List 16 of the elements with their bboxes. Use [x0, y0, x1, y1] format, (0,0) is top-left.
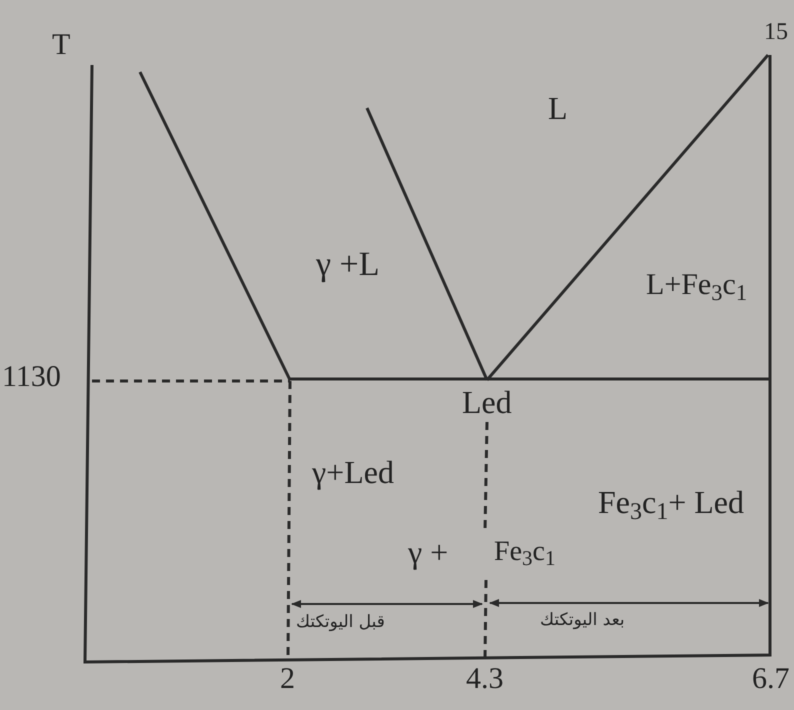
phase-label: γ +L: [316, 248, 380, 282]
axis-label: 4.3: [466, 664, 504, 694]
axis-label: T: [52, 30, 70, 60]
phase-label: Fe$_{3}$c$_{1}$+ Led: [598, 486, 744, 518]
phase-label: 15: [764, 20, 788, 44]
range-label: بعد اليوتكتك: [540, 612, 625, 629]
phase-label: Fe$_{3}$c$_{1}$: [494, 538, 556, 566]
axis-label: 2: [280, 664, 295, 694]
axis-label: 1130: [2, 362, 61, 392]
phase-label: L+Fe$_{3}$c$_{1}$: [646, 270, 748, 300]
phase-label: Led: [462, 386, 512, 418]
phase-label: γ +: [408, 536, 448, 568]
axis-label: 6.7: [752, 664, 790, 694]
phase-label: γ+Led: [312, 456, 394, 488]
range-label: قبل اليوتكتك: [296, 614, 385, 631]
phase-label: L: [548, 92, 568, 124]
